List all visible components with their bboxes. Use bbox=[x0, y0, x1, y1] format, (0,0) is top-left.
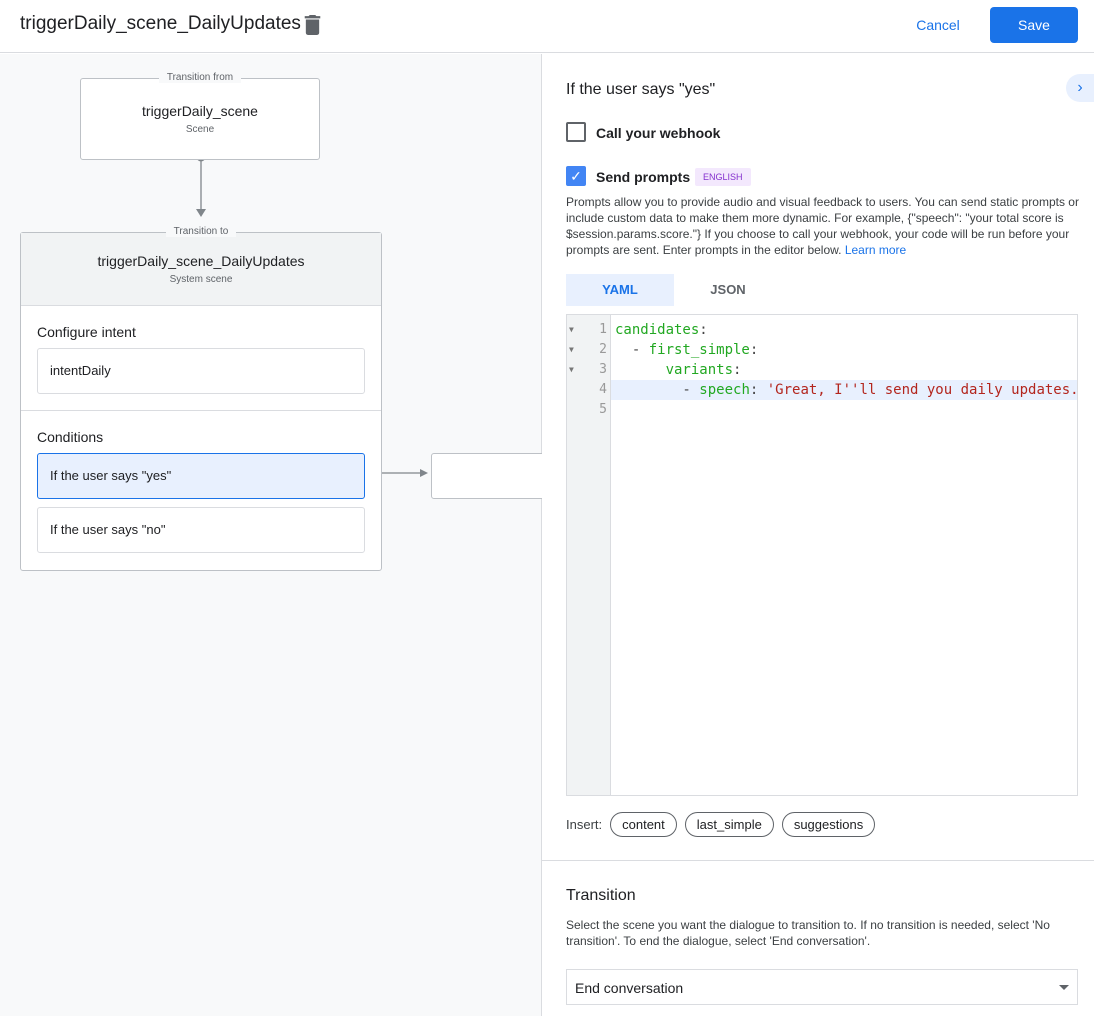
fold-icon: ▼ bbox=[569, 325, 574, 334]
prompts-label: Send prompts bbox=[596, 169, 691, 185]
code-line-1: candidates: bbox=[615, 322, 708, 338]
code-line-3: variants: bbox=[665, 362, 742, 378]
top-bar: triggerDaily_scene_DailyUpdates Cancel S… bbox=[0, 0, 1094, 53]
insert-suggestions-chip[interactable]: suggestions bbox=[781, 812, 876, 837]
panel-title: If the user says "yes" bbox=[566, 81, 716, 98]
tab-yaml[interactable]: YAML bbox=[566, 274, 674, 306]
learn-more-link[interactable]: Learn more bbox=[844, 243, 907, 257]
insert-content-chip[interactable]: content bbox=[610, 812, 677, 837]
code-line-2: - first_simple: bbox=[615, 342, 759, 358]
from-scene-name: triggerDaily_scene bbox=[142, 103, 258, 119]
trash-icon[interactable] bbox=[304, 15, 321, 35]
details-panel: › If the user says "yes" Call your webho… bbox=[542, 54, 1094, 1016]
tab-json[interactable]: JSON bbox=[710, 282, 746, 297]
code-line-4: - speech: 'Great, I''ll send you daily u… bbox=[615, 382, 1079, 398]
transition-select[interactable]: End conversation bbox=[566, 969, 1078, 1005]
flow-canvas: Transition from triggerDaily_scene Scene… bbox=[0, 54, 551, 1016]
webhook-label: Call your webhook bbox=[596, 125, 721, 141]
conditions-heading: Conditions bbox=[37, 429, 104, 445]
configure-intent-heading: Configure intent bbox=[37, 324, 136, 340]
arrow-head bbox=[196, 209, 206, 217]
to-scene-type: System scene bbox=[169, 274, 233, 285]
transition-from-legend: Transition from bbox=[158, 72, 242, 83]
divider bbox=[542, 860, 1094, 861]
dropdown-arrow-icon bbox=[1059, 985, 1069, 990]
fold-icon: ▼ bbox=[569, 365, 574, 374]
insert-bar: Insert: content last_simple suggestions bbox=[566, 812, 876, 837]
page-title: triggerDaily_scene_DailyUpdates bbox=[20, 13, 301, 34]
prompts-checkbox[interactable]: ✓ bbox=[566, 166, 586, 186]
fold-icon: ▼ bbox=[569, 345, 574, 354]
language-badge: ENGLISH bbox=[695, 168, 751, 186]
chevron-right-icon[interactable]: › bbox=[1066, 74, 1094, 102]
transition-to-node: Transition to triggerDaily_scene_DailyUp… bbox=[20, 226, 382, 571]
from-scene-type: Scene bbox=[185, 124, 215, 135]
to-scene-name: triggerDaily_scene_DailyUpdates bbox=[97, 253, 305, 269]
condition-no[interactable]: If the user says "no" bbox=[37, 507, 365, 553]
cancel-button[interactable]: Cancel bbox=[904, 8, 972, 42]
target-node-placeholder[interactable] bbox=[431, 453, 551, 499]
condition-yes[interactable]: If the user says "yes" bbox=[37, 453, 365, 499]
transition-description: Select the scene you want the dialogue t… bbox=[566, 918, 1050, 948]
transition-to-legend: Transition to bbox=[165, 226, 237, 237]
transition-heading: Transition bbox=[566, 887, 636, 904]
prompts-description: Prompts allow you to provide audio and v… bbox=[566, 195, 1079, 257]
insert-label: Insert: bbox=[566, 817, 603, 832]
insert-last-simple-chip[interactable]: last_simple bbox=[684, 812, 774, 837]
intent-item[interactable]: intentDaily bbox=[37, 348, 365, 394]
transition-from-node[interactable]: Transition from triggerDaily_scene Scene bbox=[80, 72, 320, 160]
save-button[interactable]: Save bbox=[990, 7, 1078, 43]
webhook-checkbox[interactable] bbox=[566, 122, 586, 142]
